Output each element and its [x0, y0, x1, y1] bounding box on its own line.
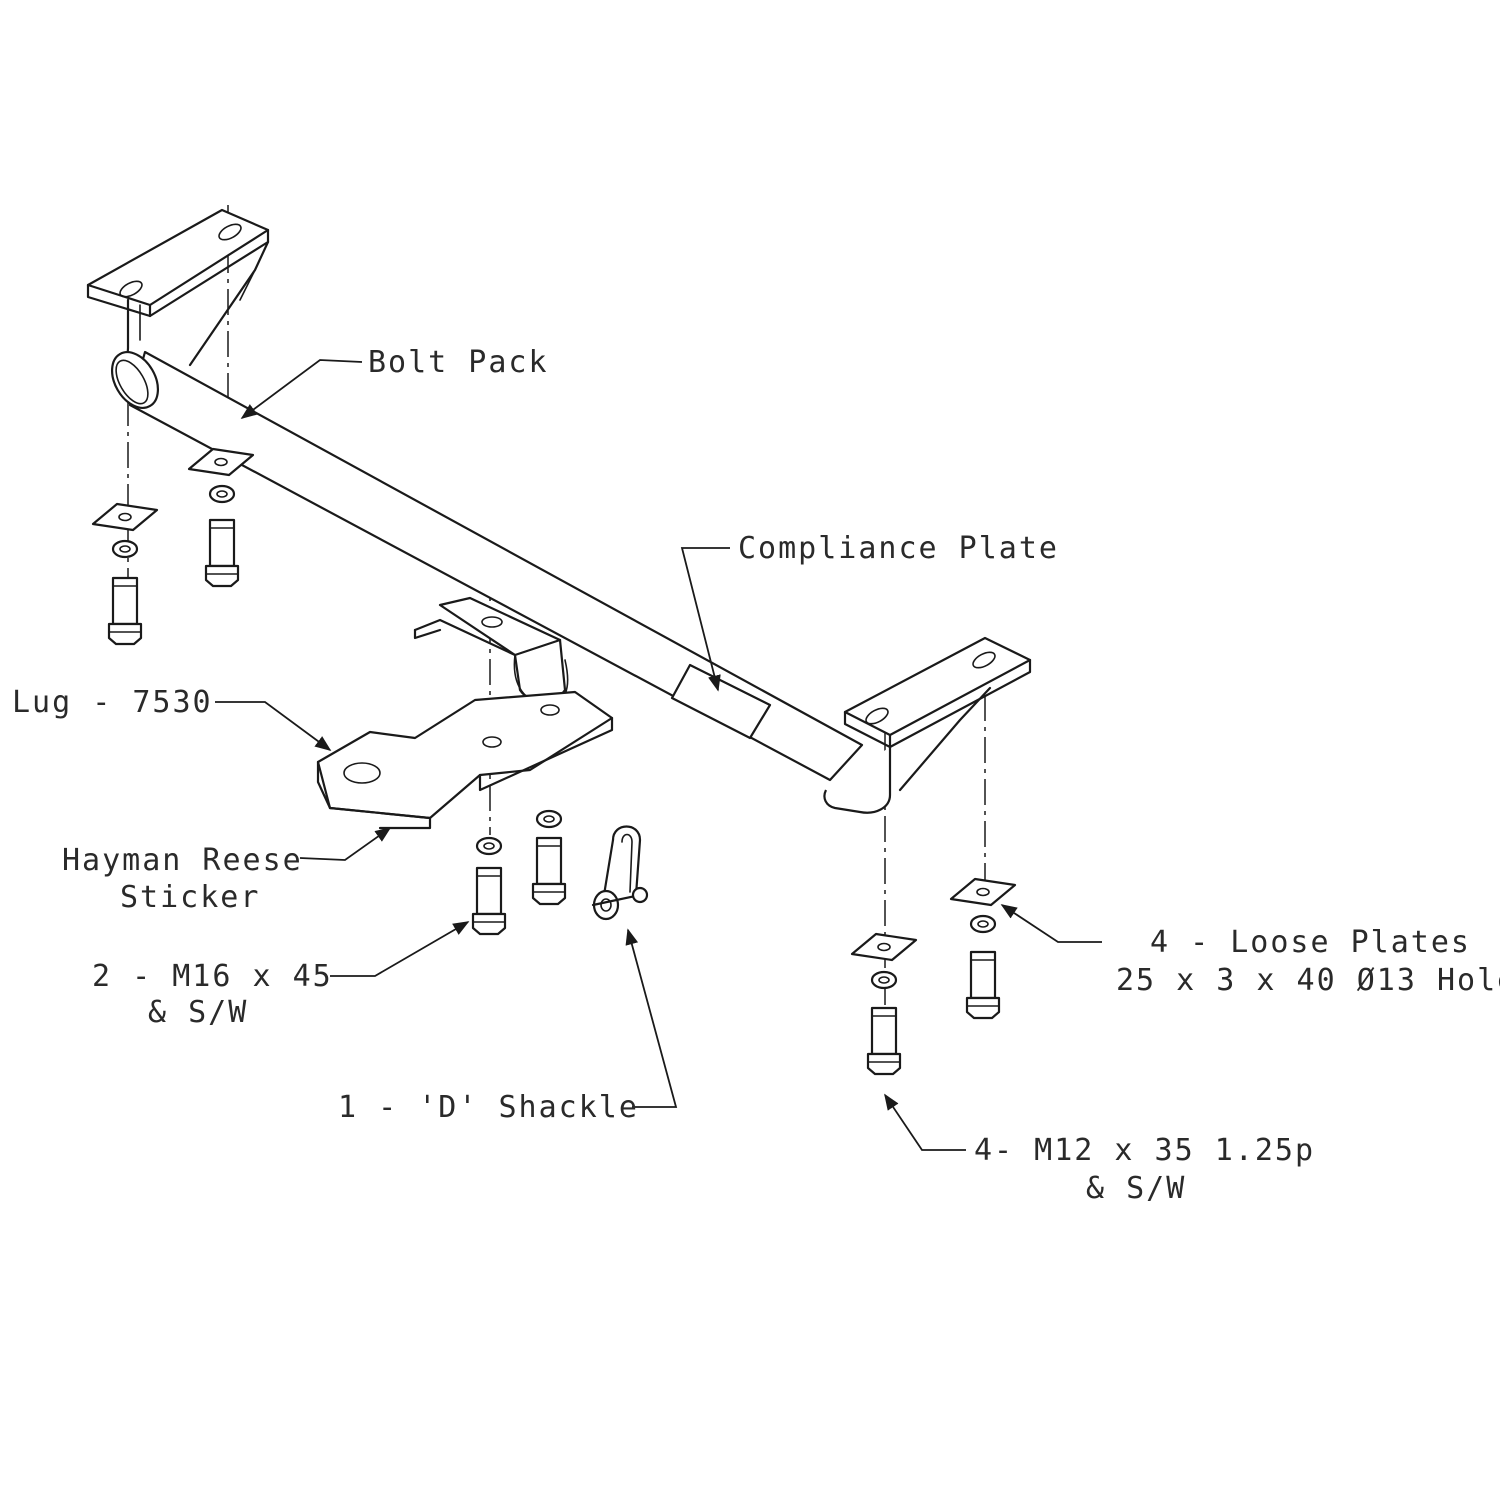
label-plates-line2: 25 x 3 x 40 Ø13 Hole: [1116, 963, 1500, 998]
label-m16-line2: & S/W: [148, 995, 248, 1030]
label-plates-line1: 4 - Loose Plates: [1150, 925, 1471, 960]
d-shackle: [591, 825, 649, 921]
label-m16-line1: 2 - M16 x 45: [92, 959, 333, 994]
left-bracket: [86, 208, 270, 370]
label-lug: Lug - 7530: [12, 685, 213, 720]
cross-tube: [110, 350, 864, 782]
tow-lug: [316, 690, 614, 830]
right-fasteners: [850, 877, 1017, 1076]
label-sticker-line2: Sticker: [120, 880, 260, 915]
leader-lines: [215, 359, 1102, 1151]
label-bolt-pack: Bolt Pack: [368, 345, 549, 380]
label-m12-line1: 4- M12 x 35 1.25p: [974, 1133, 1315, 1168]
label-sticker-line1: Hayman Reese: [62, 843, 303, 878]
label-m12-line2: & S/W: [1086, 1171, 1186, 1206]
m16-fasteners: [471, 809, 567, 936]
label-shackle: 1 - 'D' Shackle: [338, 1090, 639, 1125]
left-fasteners: [91, 447, 255, 646]
label-compliance-plate: Compliance Plate: [738, 531, 1059, 566]
right-bracket: [823, 636, 1032, 814]
